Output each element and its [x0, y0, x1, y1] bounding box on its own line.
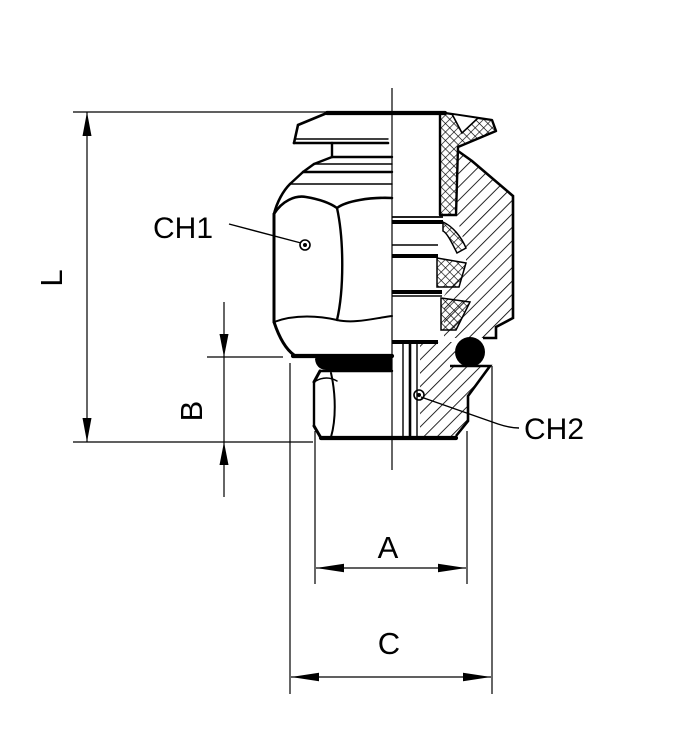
body-outline: [457, 149, 515, 340]
label-l: L: [34, 269, 69, 286]
arrow-up-icon: [219, 442, 229, 465]
label-b: B: [174, 401, 209, 422]
hex2-outline-right: [450, 364, 493, 437]
bore-steps: [392, 216, 443, 344]
label-a: A: [378, 530, 399, 565]
collet-notch: [450, 112, 480, 135]
arrow-right-icon: [463, 672, 491, 682]
label-ch1: CH1: [153, 212, 213, 245]
arrow-right-icon: [438, 563, 466, 573]
callout-ch2: CH2: [413, 389, 584, 446]
leader-line: [420, 396, 520, 429]
section-hatch-group: [392, 111, 515, 437]
fitting-outline-group: [272, 110, 459, 441]
callout-ch1: CH1: [153, 212, 311, 251]
target-dot-icon: [299, 239, 311, 251]
target-dot-center: [303, 243, 307, 247]
o-ring: [455, 337, 485, 367]
arrow-down-icon: [219, 334, 229, 357]
arrow-up-icon: [82, 112, 92, 136]
target-dot-icon: [413, 389, 425, 401]
label-c: C: [378, 626, 400, 661]
arrow-left-icon: [291, 672, 319, 682]
leader-line: [228, 223, 302, 244]
claw-wedge-2: [436, 257, 467, 288]
target-dot-center: [417, 393, 421, 397]
dimension-l: L: [34, 111, 327, 443]
dimension-b: B: [174, 302, 283, 497]
claw-wedge-1: [442, 220, 467, 255]
dimension-a: A: [314, 431, 468, 584]
hex2-section-hatch: [420, 342, 490, 436]
label-ch2: CH2: [524, 413, 584, 446]
body-section-hatch: [444, 151, 513, 338]
arrow-left-icon: [316, 563, 344, 573]
washer-seal: [315, 357, 392, 370]
dimension-c: C: [289, 363, 493, 694]
claw-wedge-3: [440, 297, 472, 331]
thread-lines: [402, 342, 418, 437]
arrow-down-icon: [82, 418, 92, 442]
